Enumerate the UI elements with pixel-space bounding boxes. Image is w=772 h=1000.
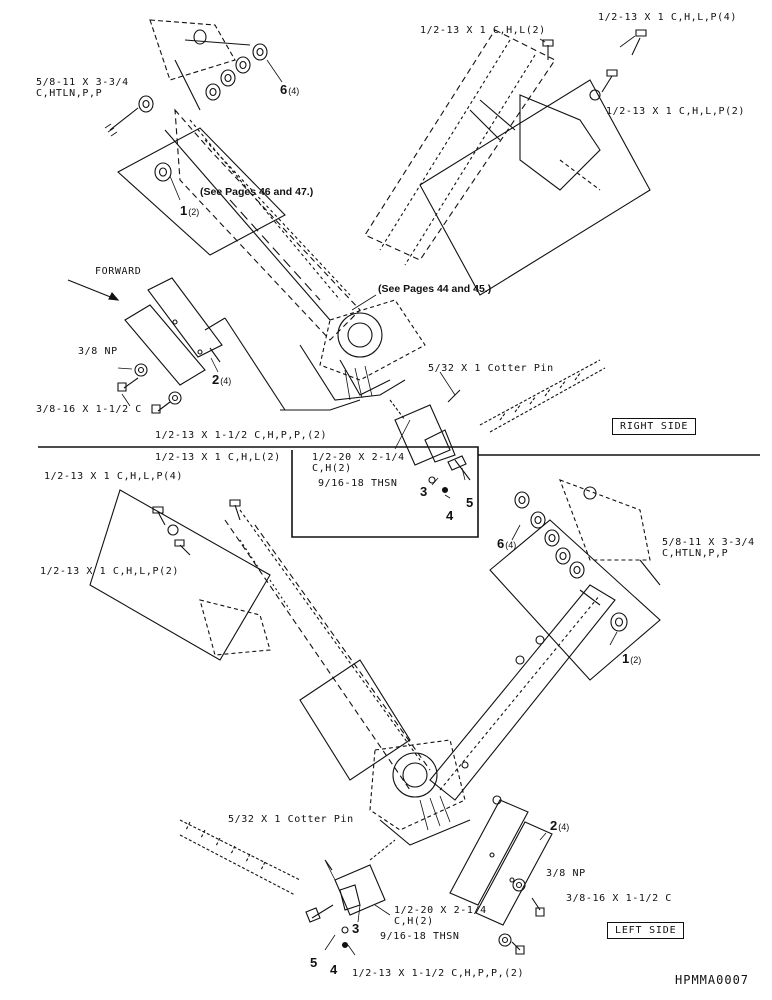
label-np-bottom: 3/8 NP <box>546 868 586 879</box>
right-side-knife <box>479 359 606 433</box>
label-np-top: 3/8 NP <box>78 346 118 357</box>
left-side-small-fasteners <box>498 878 545 955</box>
label-bolt-1213-bottom: 1/2-13 X 1-1/2 C,H,P,P,(2) <box>352 968 525 979</box>
label-forward: FORWARD <box>95 266 142 277</box>
label-bolt-p2-top: 1/2-13 X 1 C,H,L,P(2) <box>606 106 746 117</box>
figure-code: HPMMA0007 <box>675 973 750 987</box>
leader-lines <box>117 35 636 956</box>
right-side-parts-3-4-5 <box>389 389 471 494</box>
callout-1-bottom: 1(2) <box>622 651 642 666</box>
right-side-small-fasteners <box>117 363 182 414</box>
callout-4-top: 4 <box>446 508 454 523</box>
label-bolt-1213-top: 1/2-13 X 1-1/2 C,H,P,P,(2) <box>155 430 328 441</box>
right-side-badge: RIGHT SIDE <box>612 418 697 435</box>
left-side-knife <box>179 819 301 896</box>
left-side-washer-stack <box>514 486 661 632</box>
right-side-right-arm <box>364 29 651 296</box>
left-side-top-bolts <box>152 499 241 556</box>
label-bolt-l2-mid: 1/2-13 X 1 C,H,L(2) <box>155 452 281 463</box>
callout-3-top: 3 <box>420 484 428 499</box>
label-bolt-p2-mid: 1/2-13 X 1 C,H,L,P(2) <box>40 566 180 577</box>
right-side-plate-2 <box>124 277 361 411</box>
left-side-right-arm <box>429 479 661 801</box>
label-bolt-p4-mid: 1/2-13 X 1 C,H,L,P(4) <box>44 471 184 482</box>
callout-6-bottom: 6(4) <box>497 536 517 551</box>
callout-6-top: 6(4) <box>280 82 300 97</box>
label-bolt-l2-top: 1/2-13 X 1 C,H,L(2) <box>420 25 546 36</box>
label-bolt-3816-top: 3/8-16 X 1-1/2 C <box>36 404 142 415</box>
label-bolt-5811-mid: 5/8-11 X 3-3/4 C,HTLN,P,P <box>662 537 755 559</box>
ref-pages-44-45: (See Pages 44 and 45.) <box>378 283 492 295</box>
callout-5-top: 5 <box>466 495 474 510</box>
label-bolt-1220-top: 1/2-20 X 2-1/4 C,H(2) <box>312 452 405 474</box>
right-side-gearbox <box>299 299 426 401</box>
ref-pages-46-47: (See Pages 46 and 47.) <box>200 186 314 198</box>
section-divider <box>38 446 760 538</box>
right-side-left-arm <box>117 19 361 341</box>
left-side-badge: LEFT SIDE <box>607 922 685 939</box>
left-side-plate-2 <box>449 799 553 926</box>
label-bolt-1220-bottom: 1/2-20 X 2-1/4 C,H(2) <box>394 905 487 927</box>
label-thsn-top: 9/16-18 THSN <box>318 478 398 489</box>
right-side-washer-stack <box>104 29 268 182</box>
label-bolt-5811-top: 5/8-11 X 3-3/4 C,HTLN,P,P <box>36 77 129 99</box>
label-bolt-3816-bottom: 3/8-16 X 1-1/2 C <box>566 893 672 904</box>
left-side-left-arm <box>89 489 431 791</box>
callout-4-bottom: 4 <box>330 962 338 977</box>
left-side-gearbox <box>369 739 502 846</box>
callout-1-top: 1(2) <box>180 203 200 218</box>
label-cotter-top: 5/32 X 1 Cotter Pin <box>428 363 554 374</box>
callout-2-bottom: 2(4) <box>550 818 570 833</box>
label-thsn-bottom: 9/16-18 THSN <box>380 931 460 942</box>
label-cotter-bottom: 5/32 X 1 Cotter Pin <box>228 814 354 825</box>
callout-5-bottom: 5 <box>310 955 318 970</box>
callout-2-top: 2(4) <box>212 372 232 387</box>
callout-3-bottom: 3 <box>352 921 360 936</box>
label-bolt-p4-top: 1/2-13 X 1 C,H,L,P(4) <box>598 12 738 23</box>
right-side-top-bolts <box>542 29 647 101</box>
